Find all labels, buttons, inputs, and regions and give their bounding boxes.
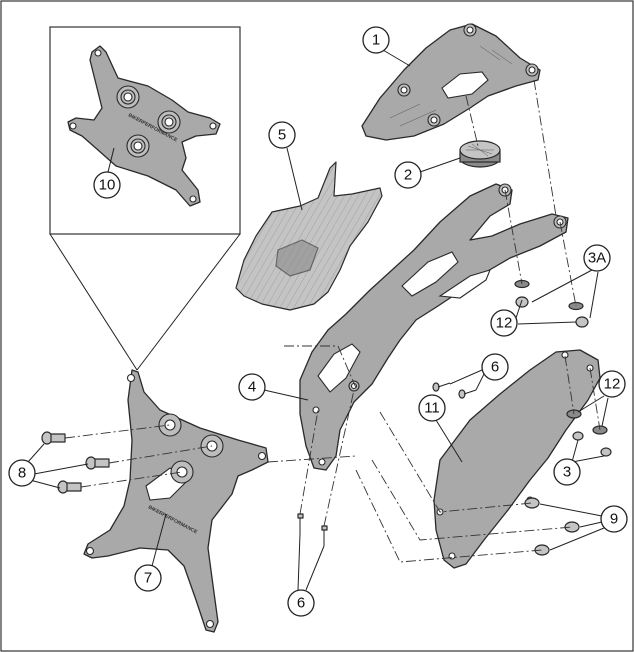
callout-6-lower: 6 xyxy=(287,533,325,617)
inset-connector-right xyxy=(136,233,241,371)
grommet-2 xyxy=(459,140,501,168)
seat-cowl-1 xyxy=(361,23,541,141)
callout-label-10: 10 xyxy=(99,177,116,194)
callout-11: 11 xyxy=(418,394,463,463)
screws-6-lower xyxy=(297,513,328,546)
spacer-9b xyxy=(564,521,580,533)
callout-7: 7 xyxy=(134,513,167,592)
callout-5: 5 xyxy=(268,121,303,211)
assembly-line-spacers xyxy=(355,411,573,563)
callout-label-9: 9 xyxy=(610,511,618,528)
callout-12-lower: 12 xyxy=(577,370,626,427)
callout-2: 2 xyxy=(394,157,461,189)
screw-6a xyxy=(432,382,451,392)
callout-3: 3 xyxy=(553,439,605,486)
callout-label-3: 3 xyxy=(563,464,571,481)
assembly-line-bracket xyxy=(267,345,357,463)
assembly-line-cowl xyxy=(465,95,479,147)
inset-frame xyxy=(49,26,241,235)
assembly-line-cowl-right xyxy=(533,79,557,217)
bolts-8 xyxy=(41,424,213,494)
callout-label-12-lower: 12 xyxy=(604,376,621,393)
callout-8: 8 xyxy=(8,443,89,489)
callout-6-upper: 6 xyxy=(449,353,509,391)
callout-label-8: 8 xyxy=(18,465,26,482)
inset-connector-left xyxy=(49,233,138,371)
side-panel-11 xyxy=(433,349,601,569)
callout-label-12-upper: 12 xyxy=(496,315,513,332)
mounting-plate-10: BIKERPERFORMANCE xyxy=(67,45,221,207)
plate-bracket-7: BIKERPERFORMANCE xyxy=(83,369,269,633)
bolt-8a xyxy=(41,431,66,445)
assembly-line-right xyxy=(504,189,601,431)
callout-label-5: 5 xyxy=(278,127,286,144)
spacers-9 xyxy=(524,497,580,556)
callout-9: 9 xyxy=(539,503,628,551)
hardware-3A-12 xyxy=(514,279,589,328)
callout-label-11: 11 xyxy=(424,400,440,417)
spacer-9c xyxy=(534,544,550,556)
callout-3A: 3A xyxy=(531,244,611,319)
callout-label-6-upper: 6 xyxy=(491,359,499,376)
callout-label-4: 4 xyxy=(248,379,256,396)
bolt-8c xyxy=(57,480,82,494)
bolt-8b xyxy=(85,456,110,470)
callout-label-3A: 3A xyxy=(588,250,606,267)
callout-label-6-lower: 6 xyxy=(297,595,305,612)
detail-inset: BIKERPERFORMANCE xyxy=(49,26,241,371)
callout-1: 1 xyxy=(362,26,411,67)
callout-10: 10 xyxy=(93,147,121,199)
screw-6c xyxy=(297,513,304,534)
callout-label-7: 7 xyxy=(144,570,152,587)
spacer-9a xyxy=(524,497,540,509)
callout-label-2: 2 xyxy=(404,167,412,184)
screw-6d xyxy=(321,525,328,546)
rear-cover-5 xyxy=(235,161,383,311)
screw-6b xyxy=(458,389,477,399)
callout-4: 4 xyxy=(238,373,309,401)
assembly-line-screws xyxy=(299,389,355,527)
callout-label-1: 1 xyxy=(372,32,380,49)
screws-6-upper xyxy=(432,382,477,399)
callout-12-upper: 12 xyxy=(490,299,577,337)
